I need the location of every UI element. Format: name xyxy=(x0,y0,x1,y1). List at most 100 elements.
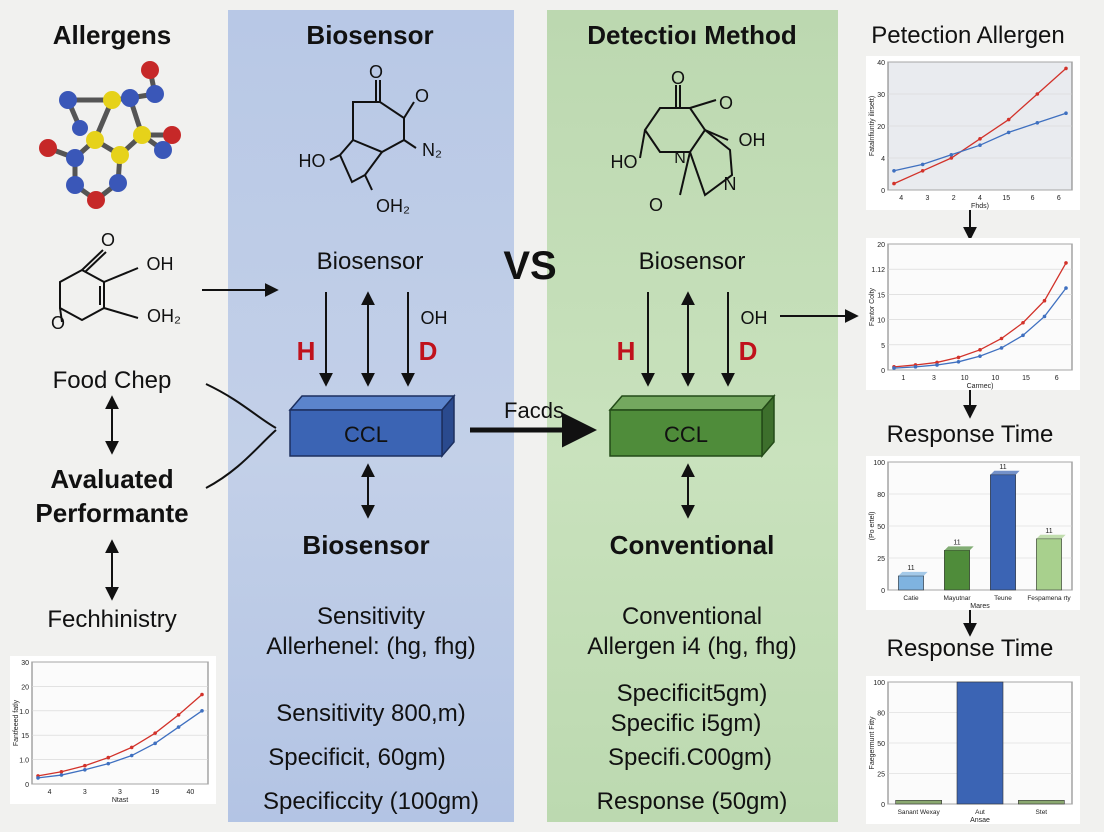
facds-label: Facds xyxy=(504,398,564,423)
data-point xyxy=(978,354,982,358)
bio-mol-n2: N₂ xyxy=(422,140,442,160)
x-tick-label: Fespamena rty xyxy=(1027,595,1071,602)
conv-ccl-label: CCL xyxy=(663,422,709,447)
x-tick-label: 6 xyxy=(1057,195,1061,202)
x-axis-label: Mares xyxy=(970,603,990,610)
y-axis-label: Fantor Colty xyxy=(869,287,876,326)
bio-bottom-title: Biosensor xyxy=(302,530,430,560)
data-point xyxy=(956,360,961,364)
conv-bottom-title: Conventional xyxy=(609,530,775,560)
data-point xyxy=(892,169,896,173)
y-tick-label: 100 xyxy=(873,680,885,687)
y-tick-label: 4 xyxy=(881,156,885,163)
conv-mol-o-bottom: O xyxy=(648,195,664,215)
data-point xyxy=(1064,111,1068,115)
conv-mol-oh: OH xyxy=(738,130,766,150)
series-line xyxy=(37,694,203,777)
x-tick-label: 10 xyxy=(961,375,969,382)
bar-top xyxy=(990,470,1020,475)
conv-line-1: Allergen i4 (hg, fhg) xyxy=(587,633,797,660)
bar-value-label: 11 xyxy=(1045,528,1052,535)
x-tick-label: 1 xyxy=(901,375,905,382)
x-axis-label: Carmec) xyxy=(967,383,994,390)
data-point xyxy=(1021,333,1025,338)
x-tick-label: 3 xyxy=(118,789,122,796)
food-chep-label: Food Chep xyxy=(52,367,172,394)
x-tick-label: 4 xyxy=(978,195,982,202)
bar xyxy=(956,681,1004,805)
data-point xyxy=(129,745,134,750)
data-point xyxy=(978,137,982,141)
bar xyxy=(1036,538,1062,591)
y-tick-label: 15 xyxy=(877,292,885,299)
y-tick-label: 0 xyxy=(881,588,885,595)
conv-h-label: H xyxy=(616,336,636,366)
conv-subtitle: Biosensor xyxy=(638,248,746,275)
x-tick-label: 19 xyxy=(151,789,159,796)
data-point xyxy=(200,709,204,713)
conv-oh-label: OH xyxy=(740,308,768,328)
x-axis-label: Fhds) xyxy=(971,203,989,210)
bracket-curve-bottom xyxy=(205,429,277,489)
data-point xyxy=(1006,117,1011,122)
data-point xyxy=(59,770,64,774)
y-tick-label: 30 xyxy=(21,660,29,667)
y-tick-label: 50 xyxy=(877,524,885,531)
evaluated-line1: Avaluated xyxy=(50,464,174,494)
bio-mol-oh2: OH₂ xyxy=(376,196,410,216)
bio-line-2: Sensitivity 800,m) xyxy=(276,700,466,727)
conv-mol-n-right: N xyxy=(723,174,737,194)
y-tick-label: 1.12 xyxy=(871,267,885,274)
data-point xyxy=(935,363,939,367)
left-mol-oh2: OH₂ xyxy=(147,306,181,326)
bar-value-label: 11 xyxy=(999,464,1006,471)
data-point xyxy=(913,365,918,369)
bio-line-1: Allerhenel: (hg, fhg) xyxy=(266,633,476,660)
y-axis-label: Faegermunt Fitty xyxy=(869,716,876,769)
data-point xyxy=(978,143,982,147)
right-title: Petection Allergen xyxy=(871,22,1065,49)
bio-line-0: Sensitivity xyxy=(316,603,426,630)
bio-line-3: Specificit, 60gm) xyxy=(268,744,446,771)
bar xyxy=(990,474,1016,591)
bio-ccl-label: CCL xyxy=(343,422,389,447)
data-point xyxy=(1064,66,1068,71)
bio-subtitle: Biosensor xyxy=(316,248,424,275)
conv-d-label: D xyxy=(738,336,758,366)
y-tick-label: 30 xyxy=(877,92,885,99)
bar-top xyxy=(898,571,928,576)
y-axis-label: Fatalnfiuntiy ilirsett) xyxy=(869,96,876,156)
data-point xyxy=(129,753,134,758)
data-point xyxy=(1035,92,1040,96)
data-point xyxy=(892,181,896,186)
x-tick-label: 4 xyxy=(48,789,52,796)
bar-top xyxy=(944,546,974,551)
data-point xyxy=(920,169,925,173)
bar xyxy=(1018,800,1065,805)
data-point xyxy=(1042,298,1047,303)
data-point xyxy=(949,153,954,157)
data-point xyxy=(935,360,939,365)
conv-mol-ho: HO xyxy=(610,152,638,172)
y-tick-label: 5 xyxy=(881,343,885,350)
data-point xyxy=(949,156,954,160)
vs-label: VS xyxy=(503,244,557,288)
y-tick-label: 40 xyxy=(877,60,885,67)
data-point xyxy=(1064,286,1068,290)
x-tick-label: Catie xyxy=(903,595,919,602)
conv-line-0: Conventional xyxy=(621,603,763,630)
allergen-atoms xyxy=(39,61,181,209)
bar xyxy=(895,800,942,805)
y-tick-label: 0 xyxy=(881,368,885,375)
bio-mol-o-right: O xyxy=(414,86,430,106)
data-point xyxy=(978,348,982,352)
data-point xyxy=(36,776,40,780)
data-point xyxy=(1035,121,1040,125)
y-axis-label: Fantfeeed fatly xyxy=(13,699,20,746)
data-point xyxy=(176,713,181,717)
y-tick-label: 80 xyxy=(877,492,885,499)
